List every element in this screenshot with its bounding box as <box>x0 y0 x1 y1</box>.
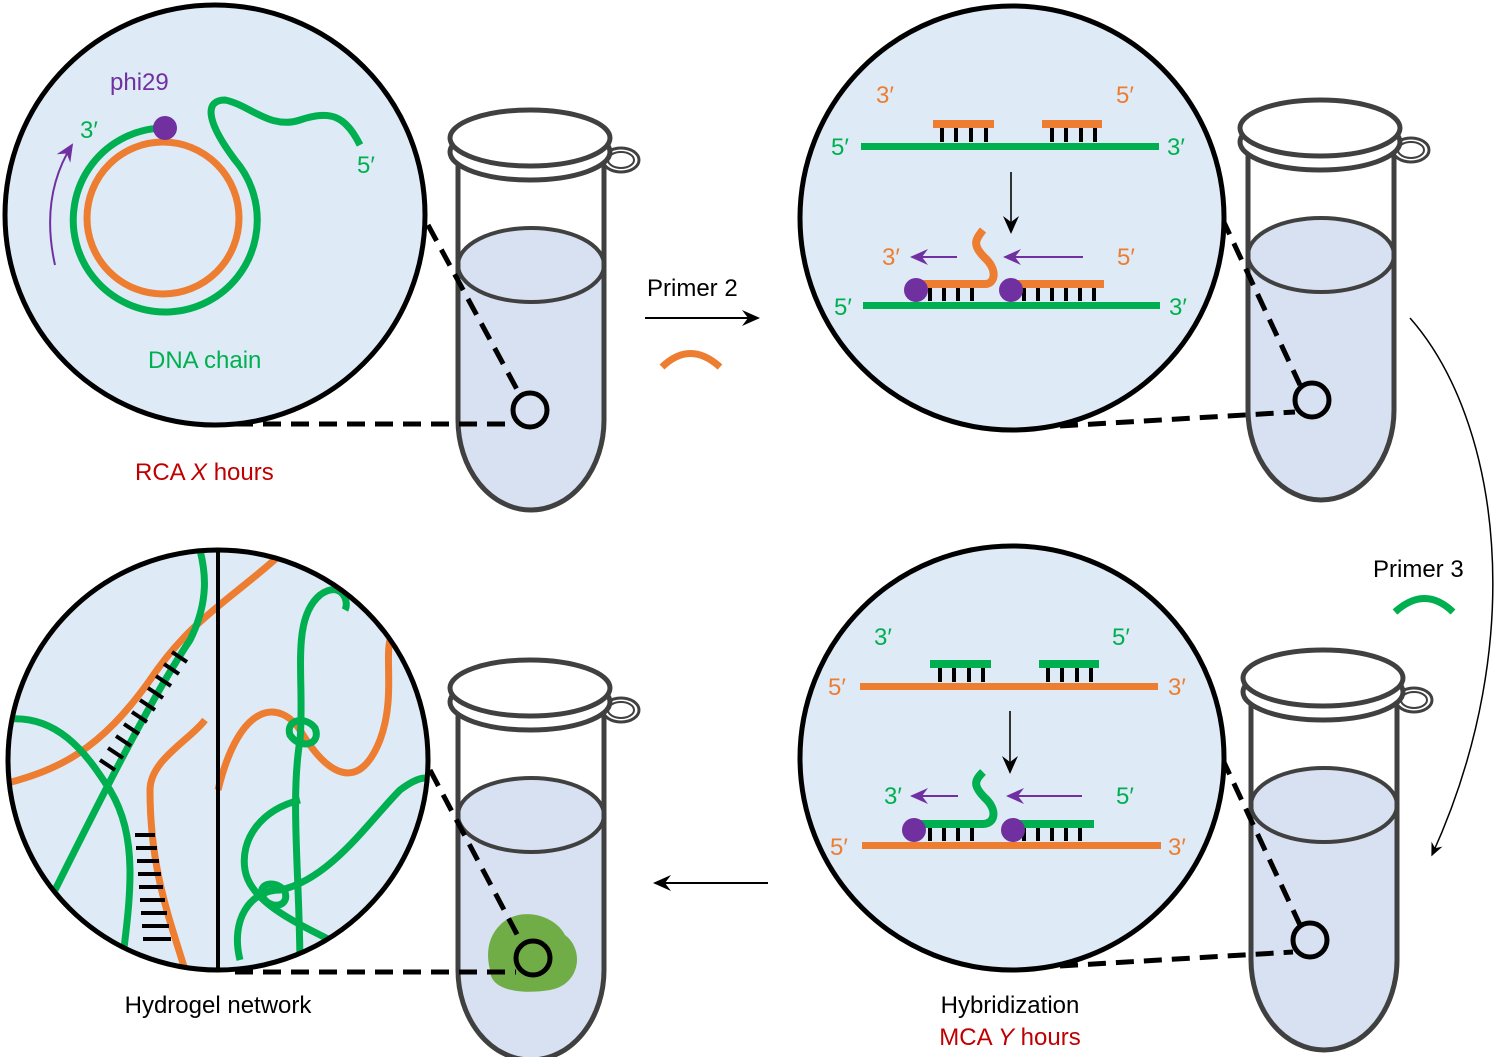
label-5prime: 5′ <box>831 134 849 161</box>
zoom-connector-primer2 <box>1059 216 1332 429</box>
primer3-icon <box>1392 595 1456 615</box>
primer2-label: Primer 2 <box>647 275 738 302</box>
tube-primer3 <box>1243 650 1432 1050</box>
primer2-icon <box>659 350 723 370</box>
end-3-label: 3′ <box>80 117 98 144</box>
zoom-circle-hydrogel <box>5 547 431 973</box>
label-3prime: 3′ <box>1169 294 1187 321</box>
label-5prime: 5′ <box>1112 624 1130 651</box>
phi29-polymerase <box>153 116 177 140</box>
label-5prime: 5′ <box>828 674 846 701</box>
label-3prime: 3′ <box>884 783 902 810</box>
label-3prime: 3′ <box>1168 674 1186 701</box>
zoom-connector-rca <box>235 223 550 430</box>
dna-chain-label: DNA chain <box>148 347 261 374</box>
label-3prime: 3′ <box>876 82 894 109</box>
label-3prime: 3′ <box>1167 134 1185 161</box>
step-arrow-2 <box>1409 317 1494 857</box>
primer3-label: Primer 3 <box>1373 556 1464 583</box>
end-5-label: 5′ <box>357 152 375 179</box>
hydrogel-caption: Hydrogel network <box>125 992 313 1019</box>
tube-primer2 <box>1240 100 1429 500</box>
direction-arrow <box>49 143 74 266</box>
zoom-circle-primer3: 3′ 5′ 5′ 3′ 3′ 5′ 5′ 3′ <box>797 543 1227 973</box>
dna-chain-strand <box>69 96 364 316</box>
circular-template <box>83 138 243 298</box>
zoom-connector-hydrogel <box>235 768 553 978</box>
label-3prime: 3′ <box>882 244 900 271</box>
label-3prime: 3′ <box>1168 834 1186 861</box>
rca-caption: RCA X hours <box>135 459 274 486</box>
zoom-circle-rca: phi29 3′ 5′ DNA chain <box>2 2 428 428</box>
hydrogel-blob <box>488 914 577 992</box>
label-3prime: 3′ <box>874 624 892 651</box>
phi29-label: phi29 <box>110 69 169 96</box>
mca-caption: MCA Y hours <box>939 1024 1080 1051</box>
label-5prime: 5′ <box>1116 82 1134 109</box>
zoom-connector-primer3 <box>1059 756 1330 969</box>
tube-rca <box>450 110 639 510</box>
label-5prime: 5′ <box>1116 783 1134 810</box>
label-5prime: 5′ <box>834 294 852 321</box>
label-5prime: 5′ <box>1117 244 1135 271</box>
zoom-circle-primer2: 3′ 5′ 5′ 3′ 3′ 5′ 5′ 3′ <box>797 3 1227 433</box>
hybridization-caption: Hybridization <box>941 992 1080 1019</box>
label-5prime: 5′ <box>830 834 848 861</box>
